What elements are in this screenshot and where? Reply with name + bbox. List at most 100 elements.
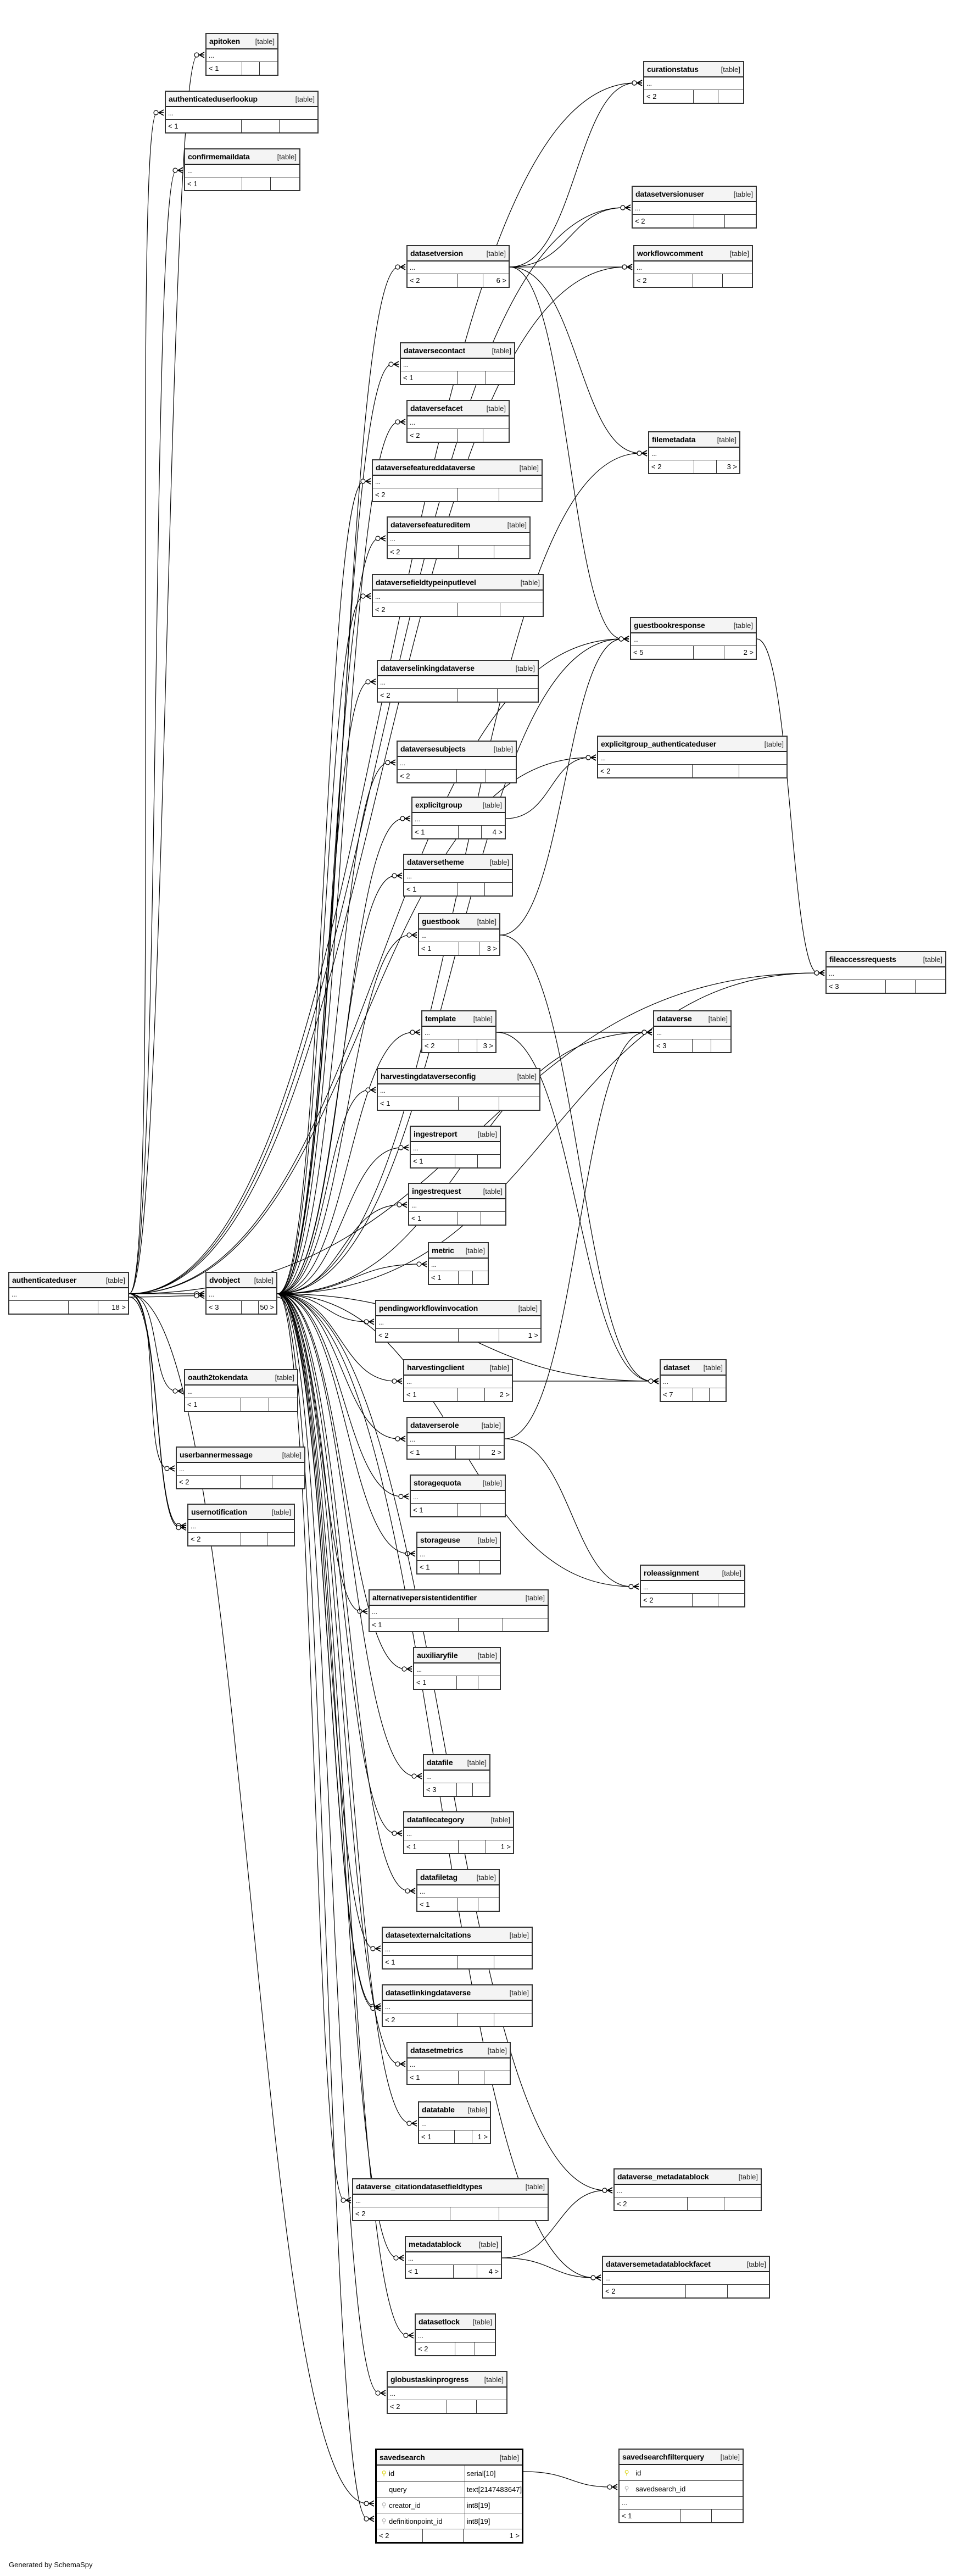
table-name[interactable]: filemetadata: [652, 435, 696, 444]
table-dataversesubjects[interactable]: dataversesubjects[table]...< 2: [397, 741, 517, 783]
child-count[interactable]: 1 >: [528, 1331, 538, 1339]
table-harvestingdataverseconfig[interactable]: harvestingdataverseconfig[table]...< 1: [377, 1068, 540, 1111]
table-name[interactable]: dataset: [663, 1363, 690, 1372]
parent-count[interactable]: < 2: [383, 2013, 458, 2026]
parent-count[interactable]: < 2: [373, 603, 458, 616]
table-datasetexternalcitations[interactable]: datasetexternalcitations[table]...< 1: [382, 1927, 533, 1969]
table-storageuse[interactable]: storageuse[table]...< 1: [416, 1532, 501, 1574]
parent-count[interactable]: < 1: [401, 371, 458, 384]
child-count[interactable]: [479, 1561, 500, 1573]
child-count[interactable]: [499, 488, 542, 501]
table-name[interactable]: metadatablock: [409, 2240, 461, 2249]
table-confirmemaildata[interactable]: confirmemaildata[table]...< 1: [184, 148, 300, 191]
child-count[interactable]: 1 >: [477, 2133, 488, 2141]
child-count[interactable]: [272, 1476, 304, 1488]
table-name[interactable]: datasetlinkingdataverse: [386, 1988, 471, 1997]
parent-count[interactable]: < 1: [429, 1271, 459, 1284]
parent-count[interactable]: < 2: [177, 1476, 241, 1488]
table-name[interactable]: storagequota: [414, 1478, 461, 1487]
parent-count[interactable]: < 3: [424, 1783, 457, 1796]
table-dataverselinkingdataverse[interactable]: dataverselinkingdataverse[table]...< 2: [377, 660, 539, 703]
child-count[interactable]: 2 >: [743, 648, 754, 656]
table-ingestreport[interactable]: ingestreport[table]...< 1: [410, 1126, 501, 1169]
table-name[interactable]: datasetexternalcitations: [386, 1930, 471, 1939]
table-alternativepersistentidentifier[interactable]: alternativepersistentidentifier[table]..…: [369, 1589, 549, 1632]
parent-count[interactable]: < 3: [207, 1301, 242, 1314]
table-name[interactable]: alternativepersistentidentifier: [372, 1593, 477, 1602]
child-count[interactable]: [498, 689, 538, 702]
child-count[interactable]: [473, 1271, 488, 1284]
child-count[interactable]: [718, 90, 743, 103]
table-name[interactable]: template: [425, 1014, 456, 1023]
table-dataverse-metadatablock[interactable]: dataverse_metadatablock[table]...< 2: [613, 2168, 762, 2211]
table-apitoken[interactable]: apitoken[table]...< 1: [205, 33, 278, 76]
child-count[interactable]: [280, 120, 317, 132]
column-row[interactable]: ⚲ id: [620, 2465, 743, 2481]
table-name[interactable]: apitoken: [209, 37, 240, 46]
table-name[interactable]: datafile: [427, 1758, 453, 1767]
table-name[interactable]: dataversecontact: [404, 346, 465, 355]
child-count[interactable]: [473, 1783, 489, 1796]
parent-count[interactable]: < 7: [661, 1388, 693, 1401]
parent-count[interactable]: < 3: [827, 980, 886, 993]
parent-count[interactable]: < 2: [633, 215, 694, 227]
table-name[interactable]: authenticateduserlookup: [169, 94, 258, 103]
table-name[interactable]: oauth2tokendata: [188, 1373, 248, 1382]
child-count[interactable]: 18 >: [111, 1303, 126, 1311]
table-name[interactable]: authenticateduser: [12, 1276, 77, 1284]
table-dataversefieldtypeinputlevel[interactable]: dataversefieldtypeinputlevel[table]...< …: [372, 574, 544, 617]
child-count[interactable]: 4 >: [488, 2267, 499, 2275]
parent-count[interactable]: < 2: [398, 770, 457, 782]
table-name[interactable]: datasetversionuser: [635, 190, 704, 198]
child-count[interactable]: [478, 1155, 500, 1167]
parent-count[interactable]: < 2: [378, 689, 458, 702]
parent-count[interactable]: < 2: [416, 2343, 455, 2355]
child-count[interactable]: [500, 603, 543, 616]
parent-count[interactable]: < 1: [417, 1898, 458, 1911]
child-count[interactable]: [503, 1618, 548, 1631]
table-name[interactable]: dataversefeatureddataverse: [376, 463, 475, 472]
parent-count[interactable]: < 1: [620, 2510, 681, 2522]
child-count[interactable]: [499, 2207, 548, 2220]
child-count[interactable]: [494, 2013, 532, 2026]
table-dataverse[interactable]: dataverse[table]...< 3: [653, 1010, 732, 1053]
table-userbannermessage[interactable]: userbannermessage[table]...< 2: [176, 1446, 305, 1489]
child-count[interactable]: [267, 1533, 294, 1545]
child-count[interactable]: [486, 371, 515, 384]
parent-count[interactable]: < 2: [603, 2285, 686, 2297]
parent-count[interactable]: < 5: [631, 646, 694, 659]
child-count[interactable]: [724, 2197, 761, 2210]
child-count[interactable]: 50 >: [260, 1303, 274, 1311]
table-name[interactable]: datatable: [422, 2105, 455, 2114]
child-count[interactable]: [483, 429, 509, 442]
parent-count[interactable]: < 2: [641, 1594, 693, 1606]
child-count[interactable]: [718, 1594, 744, 1606]
table-dataversefacet[interactable]: dataversefacet[table]...< 2: [406, 400, 510, 443]
column-row[interactable]: ⚲ savedsearch_id: [620, 2481, 743, 2497]
table-datasetmetrics[interactable]: datasetmetrics[table]...< 1: [406, 2042, 511, 2085]
table-workflowcomment[interactable]: workflowcomment[table]...< 2: [633, 245, 753, 288]
table-name[interactable]: harvestingclient: [407, 1363, 465, 1372]
parent-count[interactable]: < 1: [408, 1446, 456, 1459]
parent-count[interactable]: < 2: [388, 2400, 447, 2413]
child-count[interactable]: [478, 1676, 500, 1689]
table-name[interactable]: dataverse_metadatablock: [617, 2172, 709, 2181]
table-dataverse-citationdatasetfieldtypes[interactable]: dataverse_citationdatasetfieldtypes[tabl…: [352, 2178, 549, 2221]
table-datasetversionuser[interactable]: datasetversionuser[table]...< 2: [632, 186, 757, 229]
table-savedsearch[interactable]: savedsearch [table] ⚲id serial[10] query…: [375, 2449, 523, 2544]
table-authenticateduser[interactable]: authenticateduser[table]...18 >: [8, 1272, 129, 1315]
table-name[interactable]: storageuse: [420, 1535, 460, 1544]
table-name[interactable]: dataversesubjects: [400, 744, 466, 753]
parent-count[interactable]: < 1: [185, 177, 242, 190]
table-explicitgroup-authenticateduser[interactable]: explicitgroup_authenticateduser[table]..…: [597, 736, 788, 778]
child-count[interactable]: [260, 62, 277, 75]
child-count[interactable]: 4 >: [492, 828, 503, 836]
